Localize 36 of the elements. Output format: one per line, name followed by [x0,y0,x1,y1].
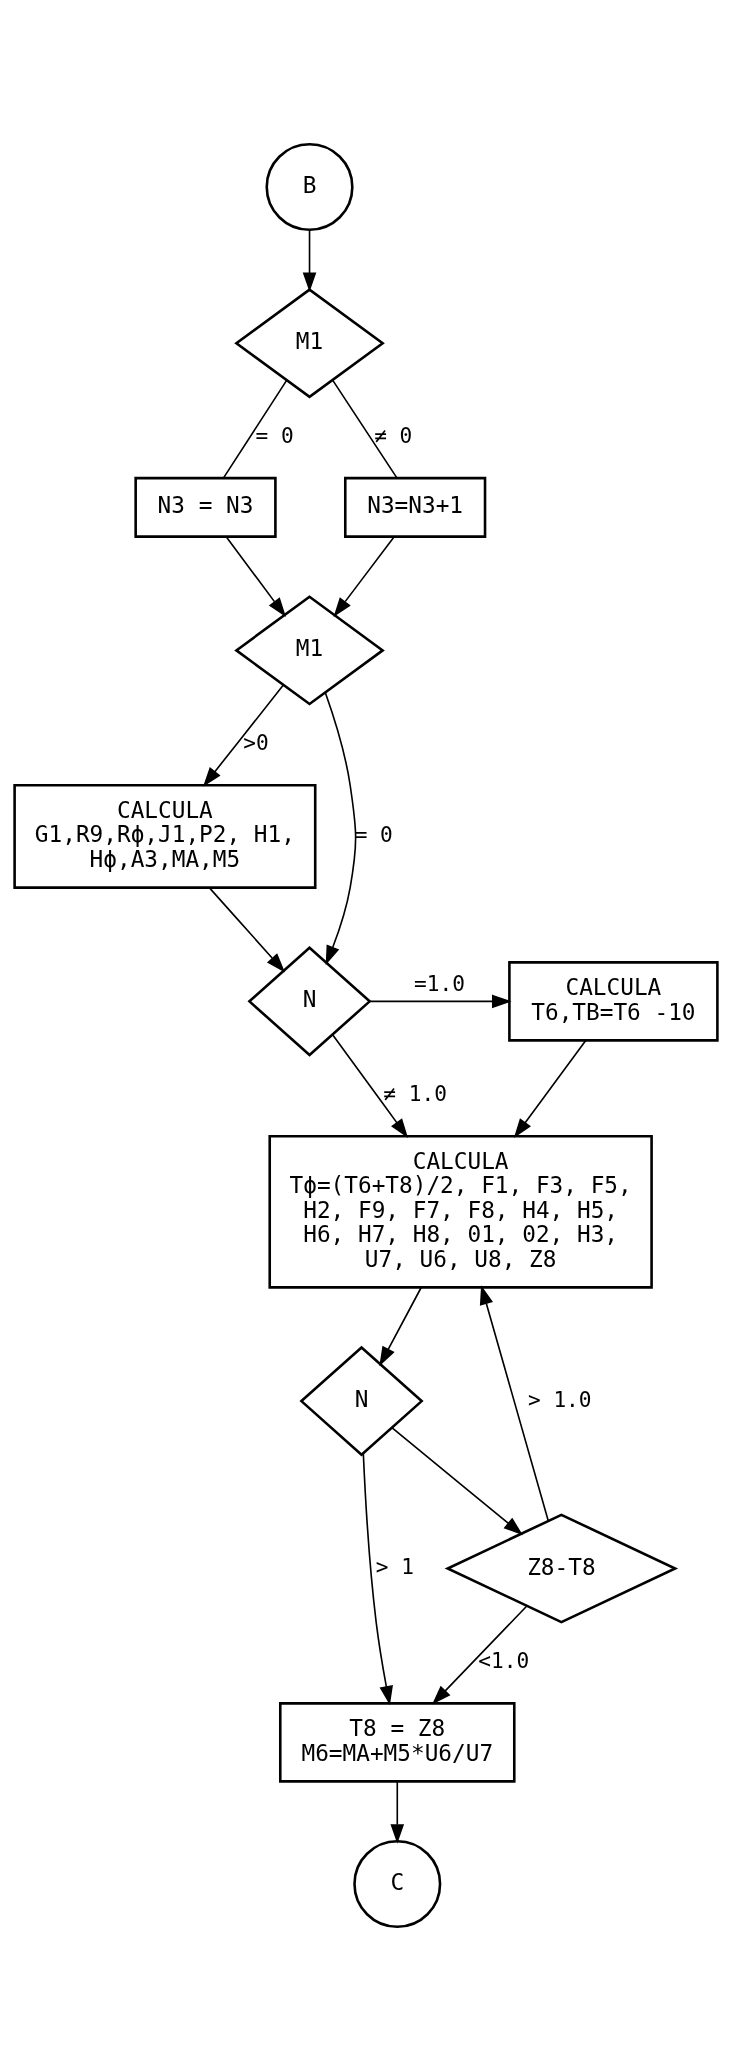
node-diamond: Z8-T8 [444,1512,679,1624]
arrow [379,1286,422,1366]
arrow [208,886,286,972]
node-circle: C [353,1839,442,1928]
edge-label: >0 [243,729,269,755]
edge-label: = 0 [354,821,393,847]
edge-label: <1.0 [478,1647,530,1673]
arrow [432,1605,528,1705]
edge-label: ≠ 1.0 [383,1080,447,1106]
node-box: CALCULA G1,R9,Rϕ,J1,P2, H1, Hϕ,A3,MA,M5 [13,783,317,889]
edge-label: =1.0 [414,970,465,996]
node-box: N3 = N3 [134,476,277,538]
arrow [332,1033,409,1138]
arrow [333,536,395,617]
node-box: T8 = Z8 M6=MA+M5*U6/U7 [278,1701,516,1783]
arrow [302,228,317,292]
arrow [369,994,512,1008]
arrow [362,1452,393,1705]
edge-label: > 1 [375,1553,414,1579]
connector [332,379,398,478]
arrow [225,536,286,617]
arrow [391,1426,523,1535]
edge-label: ≠ 0 [374,422,413,448]
node-box: N3=N3+1 [343,476,487,538]
arrow [479,1284,550,1522]
edge-label: > 1.0 [528,1386,592,1412]
node-box: CALCULA T6,TB=T6 -10 [508,960,719,1042]
node-circle: B [265,142,354,231]
node-diamond: M1 [234,287,385,398]
arrow [513,1039,587,1138]
arrow [324,691,357,965]
node-box: CALCULA Tϕ=(T6+T8)/2, F1, F3, F5, H2, F9, F7, F8, H4, H5, H6, H7, H8, 01, 02, H3, U7, U6, U8, Z8 [268,1134,653,1289]
connector [222,379,288,478]
edge-label: = 0 [255,422,294,448]
arrow [203,683,285,787]
arrow [390,1780,405,1844]
